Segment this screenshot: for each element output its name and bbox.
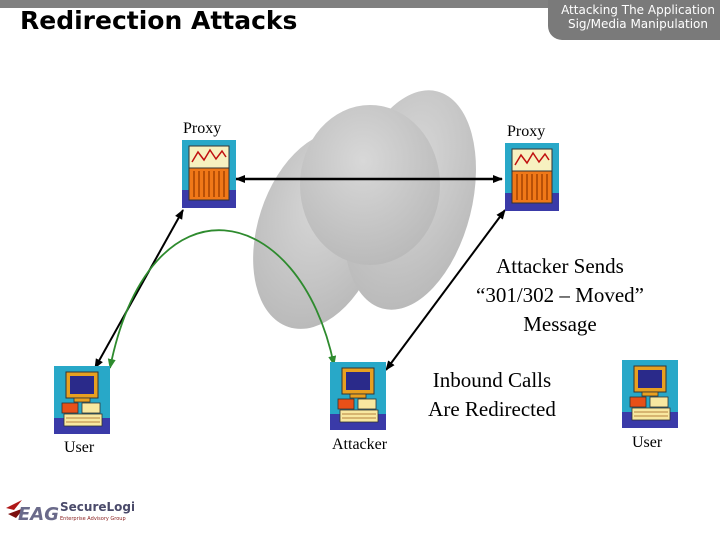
tab-line-1: Attacking The Application — [561, 3, 715, 17]
section-tab — [548, 0, 720, 40]
redirect-arc — [107, 229, 337, 369]
tab-line-2: Sig/Media Manipulation — [567, 17, 708, 31]
inbound-line-1: Inbound Calls — [432, 368, 552, 392]
attacker-sends-line-3: Message — [523, 312, 597, 336]
logo-name: SecureLogix — [60, 500, 134, 514]
user-right-computer-icon — [622, 360, 678, 428]
attacker-sends-annotation: Attacker Sends “301/302 – Moved” Message — [452, 252, 668, 339]
securelogix-logo: EAG SecureLogix Enterprise Advisory Grou… — [4, 494, 143, 528]
user-left-computer-icon — [54, 366, 110, 434]
top-bar — [0, 0, 720, 8]
inbound-line-2: Are Redirected — [428, 397, 556, 421]
proxy-left-label: Proxy — [183, 120, 222, 137]
logo-tagline: Enterprise Advisory Group — [60, 516, 126, 522]
user-right-label: User — [632, 434, 663, 451]
section-tab-text: Attacking The Application Sig/Media Mani… — [556, 3, 720, 31]
page-title: Redirection Attacks — [20, 6, 298, 35]
attacker-label: Attacker — [332, 436, 388, 453]
logo-brand: EAG — [18, 504, 59, 525]
proxy-right-icon — [505, 143, 559, 211]
proxy-right-label: Proxy — [507, 123, 546, 140]
proxy-left-icon — [182, 140, 236, 208]
proxy-attacker-arrow — [385, 209, 506, 371]
user-proxy-arrow — [94, 209, 184, 369]
logo-graphic: EAG SecureLogix Enterprise Advisory Grou… — [6, 500, 143, 525]
attacker-computer-icon — [330, 362, 386, 430]
attacker-sends-line-2: “301/302 – Moved” — [476, 283, 644, 307]
attacker-sends-line-1: Attacker Sends — [496, 254, 624, 278]
user-left-label: User — [64, 439, 95, 456]
inbound-annotation: Inbound Calls Are Redirected — [402, 366, 582, 424]
